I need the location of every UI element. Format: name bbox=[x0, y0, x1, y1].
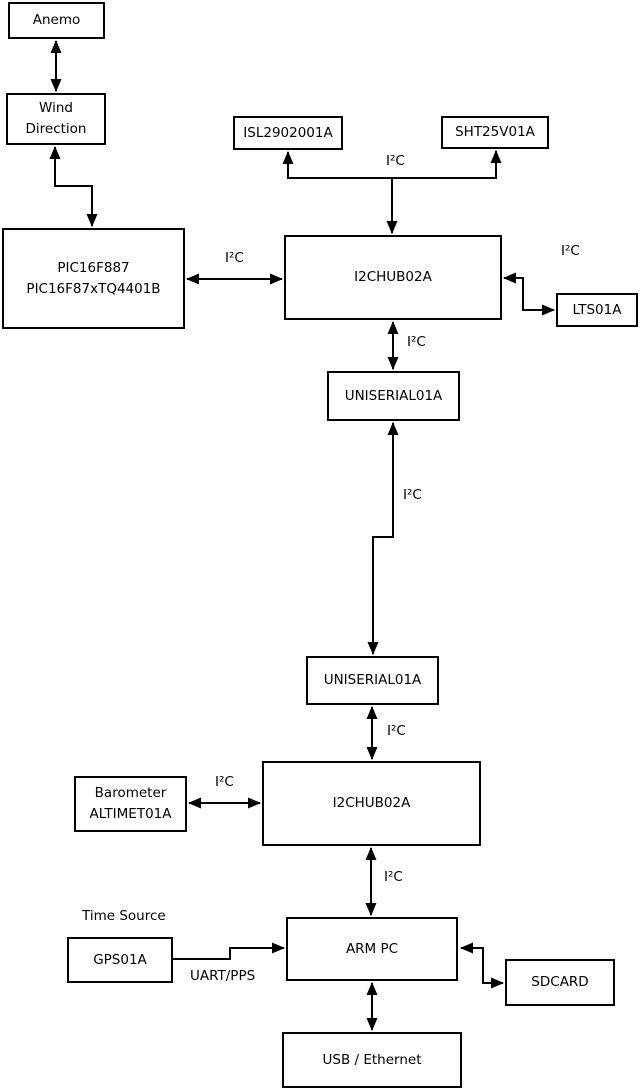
node-isl-sensor-label: ISL2902001A bbox=[243, 124, 333, 141]
node-gps-label: GPS01A bbox=[93, 951, 147, 968]
edge-label-i2c-sensors: I²C bbox=[386, 153, 405, 169]
node-i2c-hub-lower-label: I2CHUB02A bbox=[332, 795, 411, 812]
edge-label-i2c-hub-lts: I²C bbox=[561, 243, 580, 259]
edge-label-i2c-hub-uniserial: I²C bbox=[407, 334, 426, 350]
node-lts-sensor-label: LTS01A bbox=[572, 301, 622, 318]
edge-wind-pic bbox=[49, 146, 98, 227]
node-anemometer: Anemo bbox=[8, 2, 105, 39]
node-usb-ethernet: USB / Ethernet bbox=[282, 1032, 462, 1088]
node-wind-direction: Wind Direction bbox=[6, 93, 106, 145]
node-sht-sensor: SHT25V01A bbox=[441, 116, 549, 149]
node-sdcard: SDCARD bbox=[505, 959, 615, 1006]
node-barometer: Barometer ALTIMET01A bbox=[74, 776, 187, 832]
edge-arm-sdcard bbox=[460, 942, 504, 989]
node-arm-pc: ARM PC bbox=[286, 917, 458, 981]
node-anemometer-label: Anemo bbox=[32, 12, 81, 29]
edge-label-i2c-barometer-hub: I²C bbox=[215, 774, 234, 790]
edge-label-time-source: Time Source bbox=[82, 908, 166, 924]
node-sdcard-label: SDCARD bbox=[531, 974, 589, 991]
node-uniserial-upper-label: UNISERIAL01A bbox=[344, 387, 443, 404]
node-gps: GPS01A bbox=[67, 937, 173, 983]
node-usb-ethernet-label: USB / Ethernet bbox=[322, 1051, 422, 1068]
node-uniserial-lower: UNISERIAL01A bbox=[306, 656, 439, 705]
node-uniserial-upper: UNISERIAL01A bbox=[327, 371, 460, 421]
node-uniserial-lower-label: UNISERIAL01A bbox=[323, 672, 422, 689]
edge-label-i2c-uniserial-hub-lower: I²C bbox=[387, 723, 406, 739]
edge-uniserial-uniserial bbox=[367, 422, 399, 655]
node-i2c-hub-upper-label: I2CHUB02A bbox=[354, 269, 432, 286]
node-arm-pc-label: ARM PC bbox=[345, 940, 399, 957]
edge-label-uart-pps: UART/PPS bbox=[190, 968, 256, 984]
node-sht-sensor-label: SHT25V01A bbox=[455, 124, 535, 141]
edge-label-i2c-pic-hub: I²C bbox=[225, 250, 244, 266]
edge-hub-lts bbox=[503, 272, 555, 316]
node-pic-microcontroller: PIC16F887 PIC16F87xTQ4401B bbox=[2, 228, 185, 329]
node-wind-direction-label: Wind Direction bbox=[25, 100, 87, 137]
node-barometer-label: Barometer ALTIMET01A bbox=[89, 785, 172, 822]
edge-label-i2c-uniserial-link: I²C bbox=[403, 487, 422, 503]
edge-label-i2c-hub-arm: I²C bbox=[384, 869, 403, 885]
node-isl-sensor: ISL2902001A bbox=[233, 116, 343, 150]
node-i2c-hub-upper: I2CHUB02A bbox=[284, 235, 502, 320]
node-i2c-hub-lower: I2CHUB02A bbox=[262, 761, 481, 846]
edge-gps-arm bbox=[173, 942, 285, 960]
node-pic-microcontroller-label: PIC16F887 PIC16F87xTQ4401B bbox=[26, 259, 161, 297]
node-lts-sensor: LTS01A bbox=[556, 293, 638, 327]
